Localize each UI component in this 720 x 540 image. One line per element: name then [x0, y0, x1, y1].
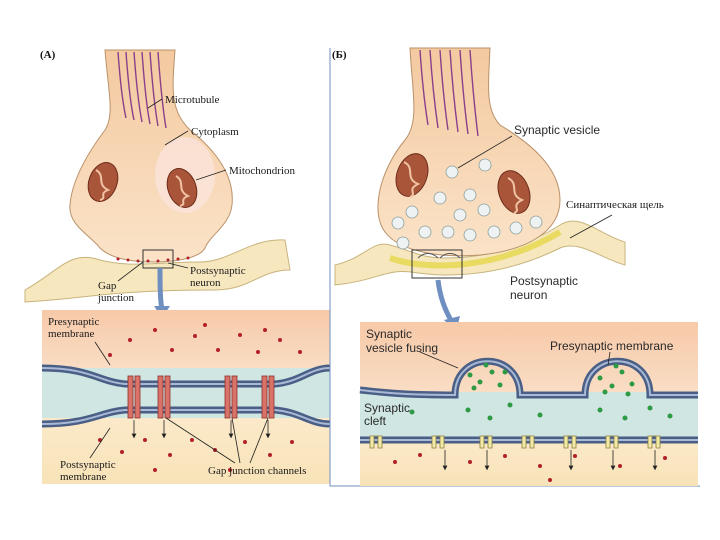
label-postsynaptic-neuron-b-2: neuron — [510, 288, 547, 302]
label-gap-junction-2: junction — [97, 292, 135, 304]
panel-b-letter: (Б) — [332, 49, 347, 61]
label-gap-junction-channels: Gap junction channels — [208, 465, 306, 477]
zoom-arrow-a — [160, 268, 162, 310]
label-mitochondrion: Mitochondrion — [229, 165, 295, 177]
label-postsynaptic-membrane-a-2: membrane — [60, 471, 107, 483]
label-synaptic-vesicle-fusing-1: Synaptic — [366, 327, 412, 341]
zoom-detail-b: Synaptic vesicle fusing Presynaptic memb… — [360, 322, 698, 486]
label-synaptic-vesicle-fusing-2: vesicle fusing — [366, 341, 438, 355]
panel-a-letter: (A) — [40, 49, 56, 61]
zoom-arrow-b — [438, 280, 452, 322]
label-gap-junction-1: Gap — [98, 280, 117, 292]
label-synaptic-cleft-2: cleft — [364, 414, 387, 428]
label-microtubule: Microtubule — [165, 94, 219, 106]
label-synaptic-cleft-ru: Синаптическая щель — [566, 199, 664, 211]
zoom-detail-a: Presynaptic membrane Postsynaptic membra… — [42, 310, 330, 484]
label-postsynaptic-membrane-a-1: Postsynaptic — [60, 459, 116, 471]
label-presynaptic-membrane-a-2: membrane — [48, 328, 95, 340]
label-postsynaptic-neuron-a-1: Postsynaptic — [190, 265, 246, 277]
label-postsynaptic-neuron-a-2: neuron — [190, 277, 221, 289]
label-synaptic-cleft-1: Synaptic — [364, 401, 410, 415]
label-cytoplasm: Cytoplasm — [191, 126, 239, 138]
panel-b: (Б) — [330, 48, 700, 486]
panel-a: (A) — [25, 49, 330, 484]
label-presynaptic-membrane-a-1: Presynaptic — [48, 316, 99, 328]
label-presynaptic-membrane-b: Presynaptic membrane — [550, 339, 674, 353]
label-postsynaptic-neuron-b-1: Postsynaptic — [510, 274, 578, 288]
label-synaptic-vesicle: Synaptic vesicle — [514, 123, 600, 137]
